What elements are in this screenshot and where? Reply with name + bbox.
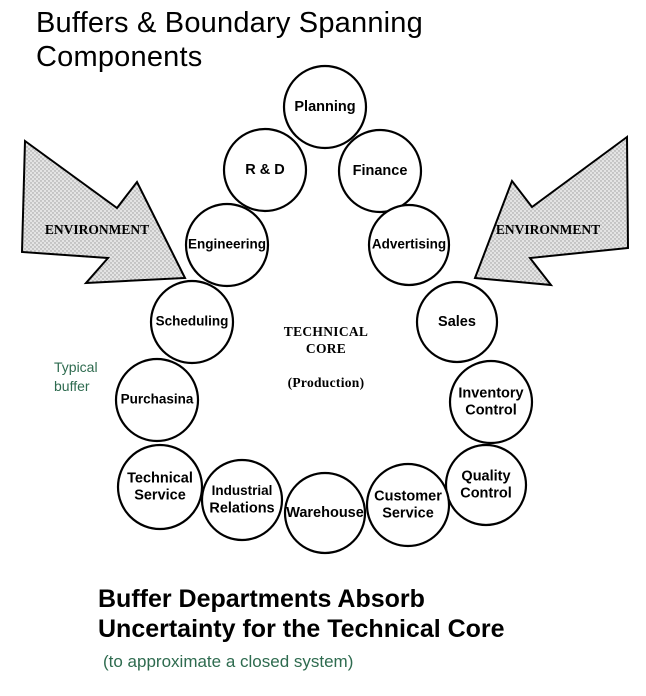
buffer-label: R & D bbox=[245, 162, 284, 178]
environment-arrow-right: ENVIRONMENT bbox=[473, 135, 630, 287]
buffer-label: Service bbox=[134, 487, 186, 503]
buffer-label: Purchasina bbox=[121, 392, 194, 407]
buffer-circle bbox=[116, 443, 204, 531]
buffer-circle bbox=[282, 64, 368, 150]
buffer-1: Finance bbox=[337, 128, 423, 214]
buffer-label: Inventory bbox=[458, 385, 523, 401]
buffer-label: Engineering bbox=[188, 237, 266, 252]
buffer-circle bbox=[337, 128, 423, 214]
title-line-1: Buffers & Boundary Spanning bbox=[36, 7, 423, 39]
buffer-label: Control bbox=[460, 485, 512, 501]
buffer-label: Industrial bbox=[212, 483, 273, 498]
buffer-label: Advertising bbox=[372, 237, 446, 252]
core-line-2: CORE bbox=[306, 341, 346, 356]
note-line-1: Typical bbox=[54, 359, 98, 375]
buffer-circle bbox=[444, 443, 528, 527]
environment-label-right: ENVIRONMENT bbox=[496, 222, 600, 237]
buffer-label: Service bbox=[382, 505, 434, 521]
buffer-circle bbox=[448, 359, 534, 445]
buffer-circle bbox=[184, 202, 270, 288]
buffer-7: Warehouse bbox=[283, 471, 367, 555]
buffer-label: Quality bbox=[461, 468, 510, 484]
buffer-label: Relations bbox=[209, 500, 274, 516]
technical-core: TECHNICAL CORE (Production) bbox=[284, 324, 368, 390]
subline: (to approximate a closed system) bbox=[103, 652, 354, 671]
buffer-label: Warehouse bbox=[286, 505, 364, 521]
buffer-2: Advertising bbox=[367, 203, 451, 287]
buffer-label: Scheduling bbox=[156, 314, 229, 329]
title-line-2: Components bbox=[36, 41, 203, 73]
buffer-11: Scheduling bbox=[149, 279, 235, 365]
buffer-ring: PlanningFinanceAdvertisingSalesInventory… bbox=[114, 64, 534, 555]
headline: Buffer Departments Absorb Uncertainty fo… bbox=[98, 584, 618, 644]
buffer-3: Sales bbox=[415, 280, 499, 364]
buffer-label: Control bbox=[465, 402, 517, 418]
core-line-1: TECHNICAL bbox=[284, 324, 368, 339]
headline-line-1: Buffer Departments Absorb bbox=[98, 585, 425, 613]
buffer-circle bbox=[367, 203, 451, 287]
buffer-label: Planning bbox=[294, 99, 355, 115]
note-line-2: buffer bbox=[54, 378, 90, 394]
buffer-0: Planning bbox=[282, 64, 368, 150]
buffer-circle bbox=[222, 127, 308, 213]
buffer-13: R & D bbox=[222, 127, 308, 213]
buffer-10: Purchasina bbox=[114, 357, 200, 443]
buffer-label: Customer bbox=[374, 488, 442, 504]
buffer-circle bbox=[415, 280, 499, 364]
core-line-3: (Production) bbox=[288, 375, 365, 390]
headline-line-2: Uncertainty for the Technical Core bbox=[98, 615, 505, 643]
buffer-circle bbox=[365, 462, 451, 548]
buffer-circle bbox=[149, 279, 235, 365]
buffer-circle bbox=[200, 458, 284, 542]
buffer-label: Technical bbox=[127, 470, 193, 486]
typical-buffer-note: Typical buffer bbox=[54, 358, 124, 396]
buffer-label: Finance bbox=[353, 163, 408, 179]
environment-arrow-left: ENVIRONMENT bbox=[20, 139, 187, 285]
buffer-circle bbox=[114, 357, 200, 443]
buffer-label: Sales bbox=[438, 314, 476, 330]
page-title: Buffers & Boundary Spanning Components bbox=[36, 6, 496, 74]
environment-label-left: ENVIRONMENT bbox=[45, 222, 149, 237]
buffer-12: Engineering bbox=[184, 202, 270, 288]
buffer-circle bbox=[283, 471, 367, 555]
